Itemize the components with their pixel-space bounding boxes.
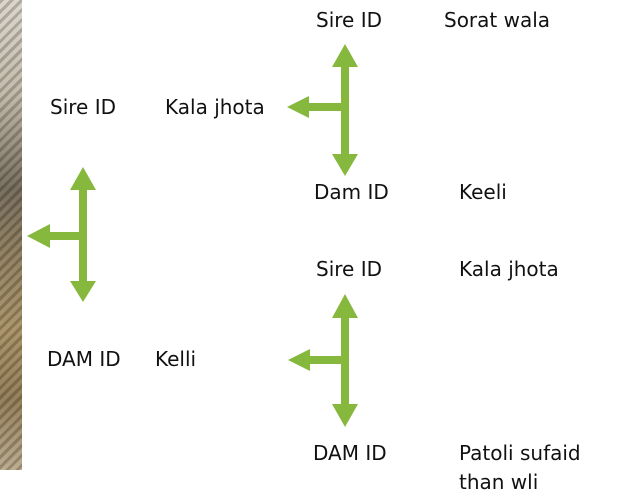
left-bracket-arrow: [27, 167, 96, 302]
lower-sire-label: Sire ID: [316, 257, 382, 281]
lower-dam-value-line2: than wli: [459, 470, 539, 494]
left-dam-value: Kelli: [155, 347, 197, 371]
background-photo: [0, 0, 22, 470]
lower-dam-value-line1: Patoli sufaid: [459, 441, 581, 465]
left-dam-label: DAM ID: [47, 347, 121, 371]
upper-dam-label: Dam ID: [314, 180, 389, 204]
left-sire-value: Kala jhota: [165, 95, 265, 119]
upper-sire-label: Sire ID: [316, 8, 382, 32]
upper-sire-value: Sorat wala: [444, 8, 551, 32]
lower-sire-value: Kala jhota: [459, 257, 559, 281]
left-sire-label: Sire ID: [50, 95, 116, 119]
lower-bracket-arrow: [288, 294, 358, 427]
upper-bracket-arrow: [287, 44, 358, 176]
upper-dam-value: Keeli: [459, 180, 507, 204]
lower-dam-label: DAM ID: [313, 441, 387, 465]
